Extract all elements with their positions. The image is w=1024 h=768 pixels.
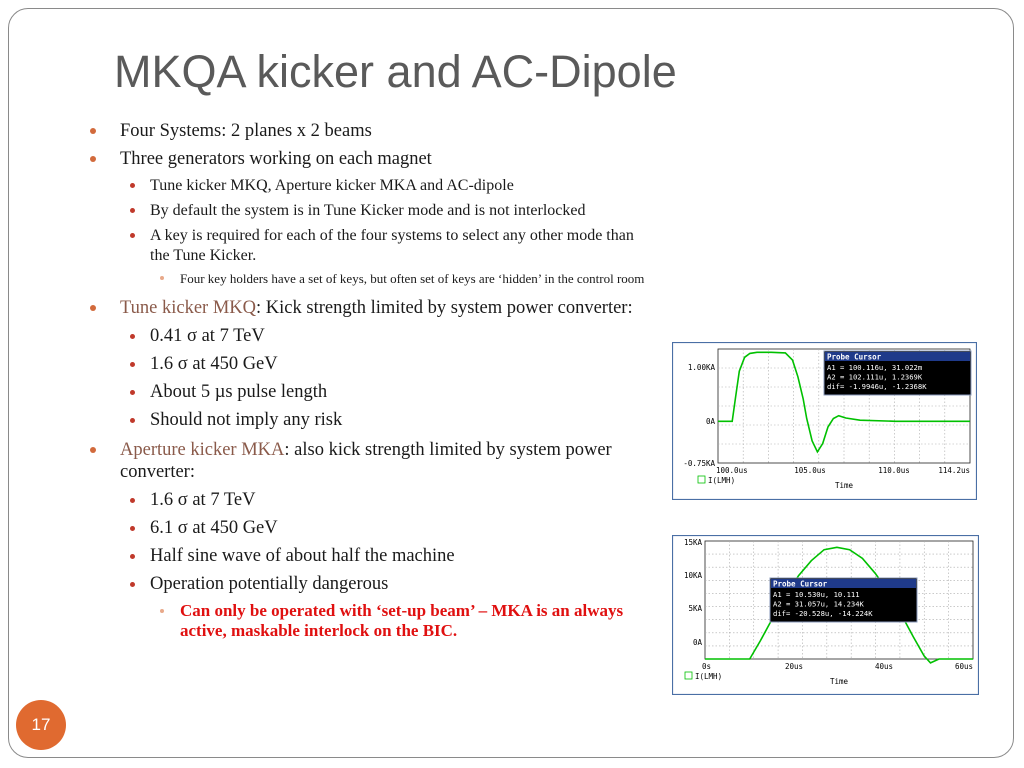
bullet-text: Should not imply any risk [150, 410, 343, 430]
legend-label: I(LMH) [695, 672, 722, 681]
bullet-text: 1.6 σ at 7 TeV [150, 490, 256, 510]
bullet-text: 0.41 σ at 7 TeV [150, 326, 265, 346]
bullet-text: By default the system is in Tune Kicker … [150, 202, 586, 219]
bullet-text: Half sine wave of about half the machine [150, 546, 455, 566]
x-tick-label: 105.0us [794, 466, 826, 475]
bullet-text: Four key holders have a set of keys, but… [180, 271, 645, 286]
sub-bullet-mkq-450gev: 1.6 σ at 450 GeV [120, 353, 656, 375]
bullet-text: Operation potentially dangerous [150, 574, 389, 594]
probe-cursor-row: dif= -1.9946u, -1.2368K [827, 382, 927, 391]
legend-marker [697, 475, 706, 484]
bullet-text: Tune kicker MKQ, Aperture kicker MKA and… [150, 177, 514, 194]
x-tick-label: 20us [785, 662, 803, 671]
x-tick-label: 100.0us [716, 466, 748, 475]
y-tick-label: 0A [693, 638, 703, 647]
probe-cursor-row: A2 = 31.057u, 14.234K [773, 600, 865, 609]
x-tick-label: 114.2us [938, 466, 970, 475]
y-tick-label: 0A [706, 417, 716, 426]
bullet-text: Can only be operated with ‘set-up beam’ … [180, 601, 624, 640]
probe-cursor-titlebar [825, 352, 970, 361]
bullet-text: Three generators working on each magnet [120, 149, 432, 169]
page-number-badge: 17 [16, 700, 66, 750]
probe-cursor-title: Probe Cursor [773, 580, 828, 589]
sub-bullet-mka-half-sine: Half sine wave of about half the machine [120, 545, 656, 567]
bullet-text: : Kick strength limited by system power … [256, 298, 633, 318]
y-tick-label: 15KA [684, 538, 703, 547]
sub-bullet-default-mode: By default the system is in Tune Kicker … [120, 201, 656, 221]
sub-bullet-generators: Tune kicker MKQ, Aperture kicker MKA and… [120, 176, 656, 196]
sub-bullet-mkq-7tev: 0.41 σ at 7 TeV [120, 325, 656, 347]
sub-sub-bullet-key-holders: Four key holders have a set of keys, but… [150, 271, 656, 287]
slide-title: MKQA kicker and AC-Dipole [114, 46, 677, 97]
probe-cursor-row: A2 = 102.111u, 1.2369K [827, 373, 923, 382]
y-tick-label: 10KA [684, 571, 703, 580]
x-tick-label: 40us [875, 662, 893, 671]
bullet-tune-kicker: Tune kicker MKQ: Kick strength limited b… [86, 297, 656, 319]
probe-cursor-titlebar [771, 579, 916, 588]
bullet-three-generators: Three generators working on each magnet [86, 148, 656, 170]
probe-cursor-title: Probe Cursor [827, 353, 882, 362]
sub-bullet-key-required: A key is required for each of the four s… [120, 226, 656, 266]
current-trace [718, 351, 970, 454]
sub-bullet-mkq-risk: Should not imply any risk [120, 409, 656, 431]
sub-bullet-mkq-pulse: About 5 µs pulse length [120, 381, 656, 403]
legend-label: I(LMH) [708, 476, 735, 485]
bullet-text: 6.1 σ at 450 GeV [150, 518, 278, 538]
probe-cursor-row: A1 = 100.116u, 31.022m [827, 363, 922, 372]
bullet-text: About 5 µs pulse length [150, 382, 328, 402]
aperture-kicker-label: Aperture kicker MKA [120, 440, 285, 460]
x-axis-label: Time [830, 677, 849, 686]
probe-cursor-row: A1 = 10.530u, 10.111 [773, 590, 860, 599]
y-tick-label: 5KA [688, 604, 702, 613]
x-axis-label: Time [835, 481, 854, 490]
tune-kicker-label: Tune kicker MKQ [120, 298, 257, 318]
probe-cursor-row: dif= -20.528u, -14.224K [773, 609, 873, 618]
sub-bullet-mka-7tev: 1.6 σ at 7 TeV [120, 489, 656, 511]
sub-bullet-mka-450gev: 6.1 σ at 450 GeV [120, 517, 656, 539]
y-tick-label: -0.75KA [683, 459, 715, 468]
legend-marker [684, 671, 693, 680]
warning-setup-beam: Can only be operated with ‘set-up beam’ … [150, 601, 656, 641]
slide-frame [8, 8, 1014, 758]
slide-content: Four Systems: 2 planes x 2 beams Three g… [86, 120, 656, 647]
x-tick-label: 0s [702, 662, 711, 671]
bullet-four-systems: Four Systems: 2 planes x 2 beams [86, 120, 656, 142]
bullet-text: : also kick strength limited by system p… [120, 440, 612, 482]
x-tick-label: 60us [955, 662, 973, 671]
bullet-text: Four Systems: 2 planes x 2 beams [120, 121, 372, 141]
sub-bullet-mka-dangerous: Operation potentially dangerous [120, 573, 656, 595]
bullet-aperture-kicker: Aperture kicker MKA: also kick strength … [86, 439, 656, 483]
y-tick-label: 1.00KA [688, 363, 716, 372]
x-tick-label: 110.0us [878, 466, 910, 475]
bullet-text: A key is required for each of the four s… [150, 227, 634, 264]
bullet-text: 1.6 σ at 450 GeV [150, 354, 278, 374]
